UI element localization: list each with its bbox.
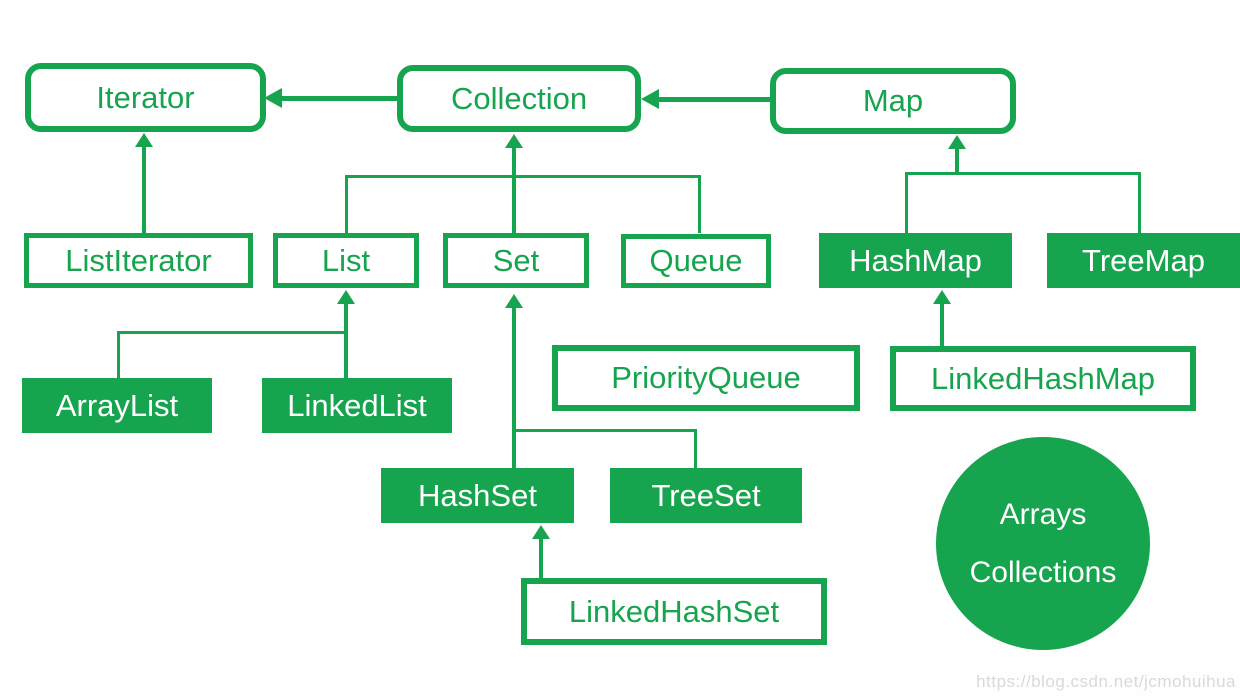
edge-set-collection-arrowhead [505,134,523,148]
edge-listiterator-iterator-arrowhead [135,133,153,147]
node-linkedhashset-label: LinkedHashSet [568,593,780,629]
node-hashmap-label: HashMap [849,242,982,278]
node-treemap-label: TreeMap [1082,242,1205,278]
node-linkedhashmap-label: LinkedHashMap [930,360,1156,396]
node-hashset-label: HashSet [418,477,537,513]
node-treeset: TreeSet [610,468,802,523]
node-iterator-label: Iterator [96,79,195,115]
node-iterator: Iterator [25,63,266,132]
edge-set-collection-line [512,147,516,233]
node-set: Set [443,233,589,288]
edge-map-collection-line [655,97,770,102]
edge-hashset-set-arrowhead [505,294,523,308]
node-collection-label: Collection [450,80,588,116]
node-collection: Collection [397,65,641,132]
node-map: Map [770,68,1016,134]
node-arrays-collections-circle: Arrays Collections [936,437,1150,650]
edge-collection-iterator-arrowhead [264,88,282,108]
edge-treeset-branch-vline [694,429,697,468]
node-arraylist-label: ArrayList [55,387,179,423]
circle-label-collections: Collections [969,555,1117,589]
node-arraylist: ArrayList [22,378,212,433]
edge-map-branch-hline [905,172,1141,175]
node-hashset: HashSet [381,468,574,523]
node-list: List [273,233,419,288]
edge-linkedhashset-hashset-arrowhead [532,525,550,539]
edge-queue-branch-vline [698,175,701,233]
node-treemap: TreeMap [1047,233,1240,288]
edge-linkedhashset-hashset-line [539,538,543,578]
edge-collection-branch-hline [345,175,701,178]
node-set-label: Set [492,242,540,278]
node-list-label: List [321,242,371,278]
node-priorityqueue-label: PriorityQueue [611,360,801,395]
circle-label-arrays: Arrays [999,497,1087,531]
edge-listiterator-iterator-line [142,146,146,233]
edge-map-subtree-arrowhead [948,135,966,149]
edge-linkedlist-list-arrowhead [337,290,355,304]
node-linkedlist-label: LinkedList [287,387,427,423]
node-queue-label: Queue [649,243,743,278]
node-linkedhashset: LinkedHashSet [521,578,827,645]
node-queue: Queue [621,234,771,288]
edge-map-collection-arrowhead [641,89,659,109]
edge-hashmap-branch-vline [905,172,908,233]
edge-linkedhashmap-hashmap-arrowhead [933,290,951,304]
node-listiterator: ListIterator [24,233,253,288]
edge-map-subtree-stem [955,148,959,174]
edge-treemap-branch-vline [1138,172,1141,233]
node-listiterator-label: ListIterator [65,242,212,278]
csdn-watermark: https://blog.csdn.net/jcmohuihua [976,672,1236,691]
edge-hashset-set-line [512,307,516,468]
edge-list-branch-elbow-hline [117,331,347,334]
node-priorityqueue: PriorityQueue [552,345,860,411]
node-map-label: Map [862,83,924,118]
edge-linkedlist-list-line [344,303,348,378]
edge-arraylist-branch-vline [117,331,120,378]
node-linkedlist: LinkedList [262,378,452,433]
edge-set-branch-elbow-hline [512,429,697,432]
edge-linkedhashmap-hashmap-line [940,303,944,346]
edge-list-branch-vline [345,175,348,233]
node-treeset-label: TreeSet [651,477,761,513]
node-linkedhashmap: LinkedHashMap [890,346,1196,411]
node-hashmap: HashMap [819,233,1012,288]
edge-collection-iterator-line [280,96,397,101]
